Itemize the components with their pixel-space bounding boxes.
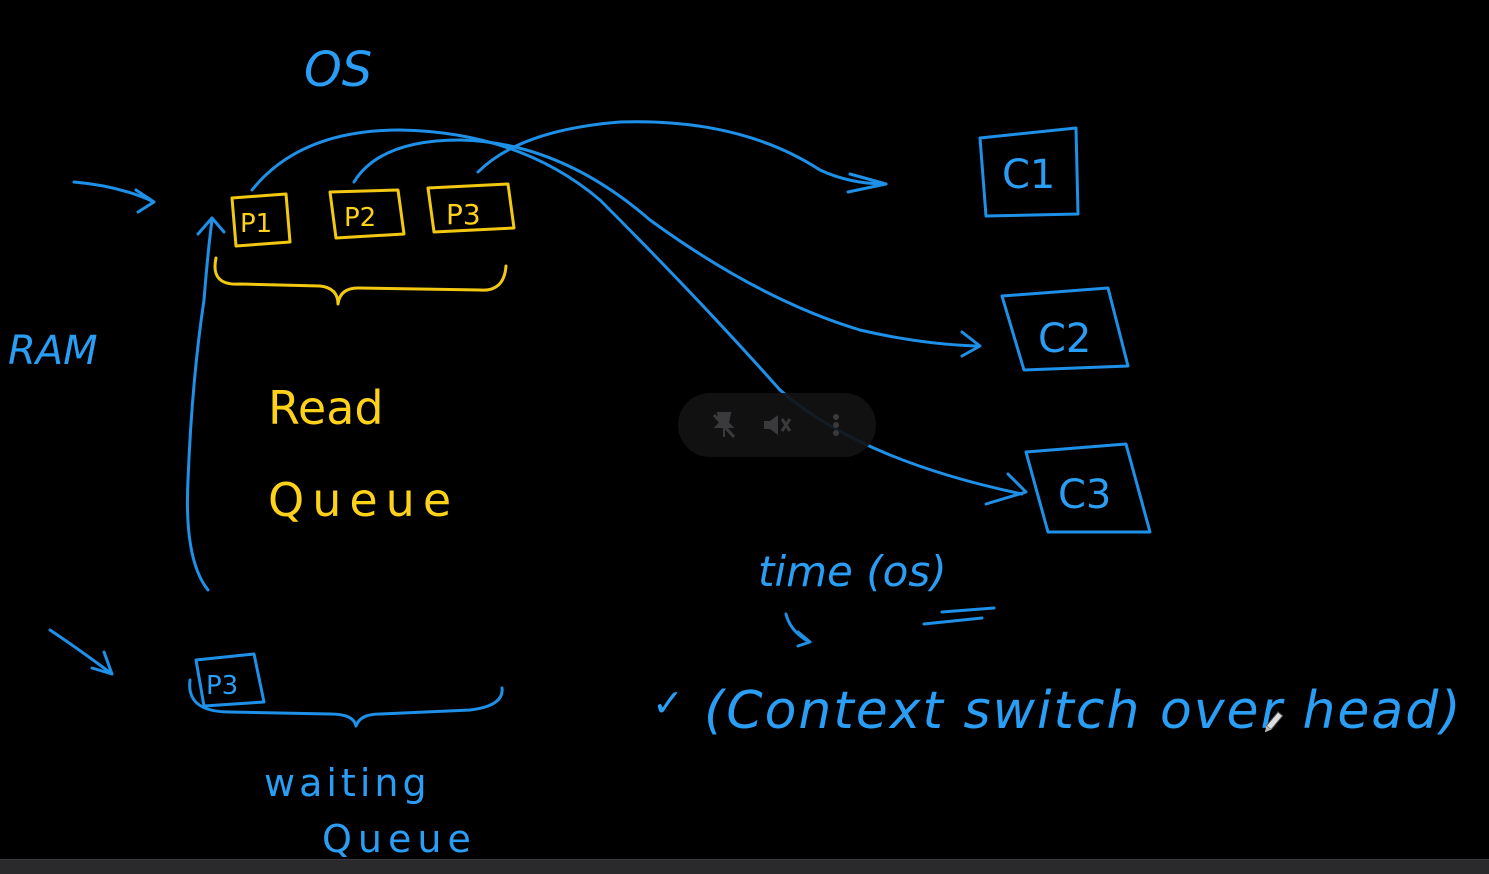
cpu-box-c2: C2	[1000, 286, 1130, 372]
cpu-box-c1: C1	[978, 126, 1080, 218]
ready-queue-brace	[213, 256, 508, 306]
mute-icon[interactable]	[758, 407, 794, 443]
arrowhead-c3	[984, 472, 1028, 506]
arrow-p1-to-c3	[250, 128, 1024, 496]
arrowhead-c1	[846, 172, 888, 194]
bottom-bar	[0, 859, 1489, 874]
time-os-label: time (os)	[758, 547, 947, 596]
cpu-box-c3: C3	[1024, 442, 1152, 534]
process-box-p3: P3	[426, 182, 516, 234]
waiting-to-ready-arrow	[185, 216, 226, 592]
waiting-process-label-p3: P3	[206, 671, 238, 701]
arrow-p3-to-c1	[476, 120, 888, 186]
down-arrow	[784, 612, 812, 648]
pin-off-icon[interactable]	[706, 407, 742, 443]
process-box-p1: P1	[230, 192, 292, 248]
pencil-cursor-icon	[1264, 711, 1284, 733]
media-overlay-controls	[678, 393, 876, 457]
process-box-p2: P2	[328, 188, 406, 240]
arrowhead-c2	[960, 330, 982, 358]
process-label-p2: P2	[344, 203, 376, 233]
process-label-p1: P1	[240, 209, 272, 239]
cpu-label-c2: C2	[1038, 316, 1091, 362]
more-vertical-icon[interactable]	[828, 407, 844, 443]
cpu-label-c3: C3	[1058, 472, 1111, 518]
waiting-queue-label-line2: Queue	[322, 817, 477, 861]
ready-queue-label-line2: Queue	[268, 473, 459, 527]
context-switch-label: (Context switch over head)	[704, 681, 1463, 741]
incoming-arrow-bottom	[48, 628, 114, 676]
incoming-arrow-top	[72, 180, 156, 214]
os-underline	[922, 606, 996, 626]
os-label: OS	[304, 42, 372, 98]
waiting-queue-label-line1: waiting	[264, 761, 431, 805]
ram-label: RAM	[8, 328, 98, 374]
process-label-p3: P3	[446, 198, 481, 231]
waiting-process-box-p3: P3	[194, 652, 266, 708]
ready-queue-label-line1: Read	[268, 381, 384, 435]
check-mark: ✓	[652, 681, 684, 725]
arrow-p2-to-c2	[352, 138, 978, 348]
waiting-queue-brace	[188, 678, 504, 728]
cpu-label-c1: C1	[1002, 152, 1055, 198]
